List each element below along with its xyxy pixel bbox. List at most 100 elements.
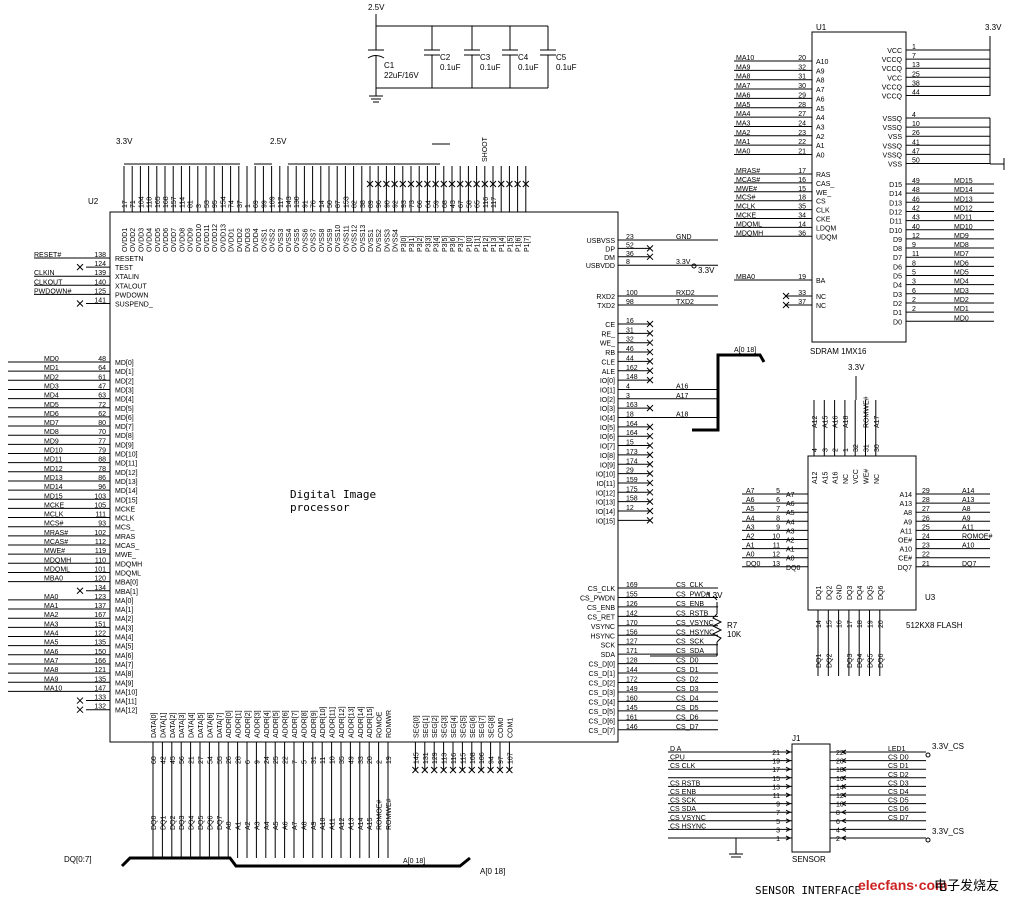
u2-pin-number: 125 — [94, 288, 106, 295]
u2-pin-signal: MA[3] — [115, 625, 133, 632]
u2-bottom-pin-signal: SEG[7] — [479, 715, 486, 738]
u2-net-label: TXD2 — [676, 299, 694, 306]
j1-pin-number: 22 — [836, 750, 844, 757]
u2-top-pin-number: 117 — [491, 197, 498, 208]
u2-top-pin-signal: OVSS12 — [352, 225, 359, 252]
u2-pin-signal: MCAS_ — [115, 543, 139, 550]
u2-top-pin-number: 99 — [261, 200, 268, 208]
u2-bottom-pin-number: 24 — [264, 756, 271, 764]
u2-pin-signal: CS_D[5] — [589, 709, 616, 716]
no-connect-icon — [424, 180, 431, 188]
u2-bottom-pin-number: 108 — [470, 752, 477, 764]
u2-pin-signal: SDA — [601, 652, 616, 659]
u3-net-label: A3 — [746, 524, 755, 531]
u2-pin-number: 80 — [98, 420, 106, 427]
j1-pin-number: 19 — [772, 759, 780, 766]
capacitor-c2 — [424, 26, 440, 88]
no-connect-icon — [76, 263, 84, 271]
u1-net-label: MA1 — [736, 139, 751, 146]
u1-pin-number: 13 — [912, 62, 920, 69]
cap-c2-ref: C2 — [440, 53, 451, 62]
u1-pin-signal: VSSQ — [883, 152, 903, 159]
u2-bottom-pin-signal: ADDR[14] — [358, 706, 365, 738]
j1-net-label: CS CLK — [670, 763, 696, 770]
u2-bottom-net-label: DQ4 — [189, 816, 196, 831]
u3-pin-signal: VCC — [853, 469, 860, 484]
u2-net-label: MD3 — [44, 383, 59, 390]
u2-net-label: MD13 — [44, 475, 63, 482]
u2-net-label: CS_D3 — [676, 686, 699, 693]
bus-a-label-mid: A[0 18] — [403, 858, 425, 865]
no-connect-icon — [440, 180, 448, 188]
u1-pin-number: 9 — [912, 242, 916, 249]
u2-pin-signal: IO[15] — [596, 518, 615, 525]
u2-bottom-net-label: A13 — [348, 817, 355, 830]
u2-top-pin-number: 118 — [147, 197, 154, 208]
u2-bottom-net-label: A10 — [320, 817, 327, 830]
u2-pin-signal: MDQMH — [115, 561, 142, 568]
u2-bottom-net-label: A14 — [358, 817, 365, 830]
no-connect-icon — [646, 432, 654, 440]
u1-net-label: MD10 — [954, 224, 973, 231]
no-connect-icon — [459, 766, 466, 774]
no-connect-icon — [481, 180, 489, 188]
no-connect-icon — [407, 180, 415, 188]
u2-pin-number: 126 — [626, 601, 638, 608]
u2-top-pin-signal: P1[4] — [499, 236, 506, 252]
u1-pin-signal: D3 — [893, 292, 902, 299]
no-connect-icon — [487, 766, 494, 774]
bus-lines — [120, 353, 766, 868]
u2-pin-number: 144 — [626, 667, 638, 674]
u1-net-label: MDQML — [736, 221, 762, 228]
u3-net-label: A15 — [822, 415, 829, 428]
u2-pin-number: 44 — [626, 355, 634, 362]
j1-pin-number: 1 — [776, 836, 780, 843]
u2-net-label: RXD2 — [676, 290, 695, 297]
j1-net-label: CS D5 — [888, 798, 909, 805]
u2-pin-signal: IO[5] — [600, 425, 615, 432]
u1-pin-number: 31 — [798, 74, 806, 81]
u3-pin-number: 14 — [816, 620, 823, 628]
u3-pin-signal: DQ0 — [786, 565, 801, 572]
u2-pin-number: 103 — [94, 493, 106, 500]
bus-dq-label: DQ[0:7] — [64, 855, 92, 864]
j1-pin-number: 8 — [836, 810, 840, 817]
u2-top-pin-signal: OVDD11 — [204, 224, 211, 252]
u2-pin-number: 159 — [626, 477, 638, 484]
u3-net-label: DQ2 — [826, 654, 833, 669]
u3-pin-number: 4 — [812, 448, 819, 452]
j1-pin-number: 12 — [836, 793, 844, 800]
u1-pin-number: 3 — [912, 279, 916, 286]
u2-net-label: CLKIN — [34, 270, 55, 277]
u2-bottom-pin-signal: ADDR[6] — [283, 710, 290, 738]
u2-pin-signal: IO[4] — [600, 416, 615, 423]
cap-c3-val: 0.1uF — [480, 63, 501, 72]
u2-bottom-pin-number: 26 — [226, 756, 233, 764]
u2-pin-number: 155 — [626, 591, 638, 598]
u3-net-label: A13 — [962, 497, 975, 504]
u1-pin-signal: VCC — [887, 48, 902, 55]
u3-pin-number: 27 — [922, 506, 930, 513]
u3-net-label: DQ5 — [868, 654, 875, 669]
j1-pin-number: 4 — [836, 827, 840, 834]
u2-bottom-pin-signal: ADDR[10] — [320, 706, 327, 738]
u2-pin-signal: IO[11] — [596, 481, 615, 488]
u2-bottom-pin-number: 9 — [254, 760, 261, 764]
u2-top-pin-signal: OVDD2 — [130, 228, 137, 252]
u2-bottom-net-label: A3 — [254, 821, 261, 830]
u2-ref: U2 — [88, 197, 99, 206]
no-connect-icon — [646, 488, 654, 496]
j1-net-label: CS D3 — [888, 780, 909, 787]
u1-net-label: MD2 — [954, 297, 969, 304]
no-connect-icon — [399, 180, 407, 188]
u1-pin-signal: A6 — [816, 96, 825, 103]
u3-net-label: A16 — [833, 415, 840, 428]
u2-pin-number: 119 — [95, 548, 106, 555]
u1-pin-signal: NC — [816, 294, 826, 301]
u1-pin-signal: A7 — [816, 87, 825, 94]
u1-net-label: MA3 — [736, 120, 751, 127]
u1-net-label: MD11 — [954, 215, 972, 222]
u3-net-label: A4 — [746, 515, 755, 522]
u2-pin-number: 123 — [94, 594, 106, 601]
u2-net-label: CS_D7 — [676, 724, 699, 731]
